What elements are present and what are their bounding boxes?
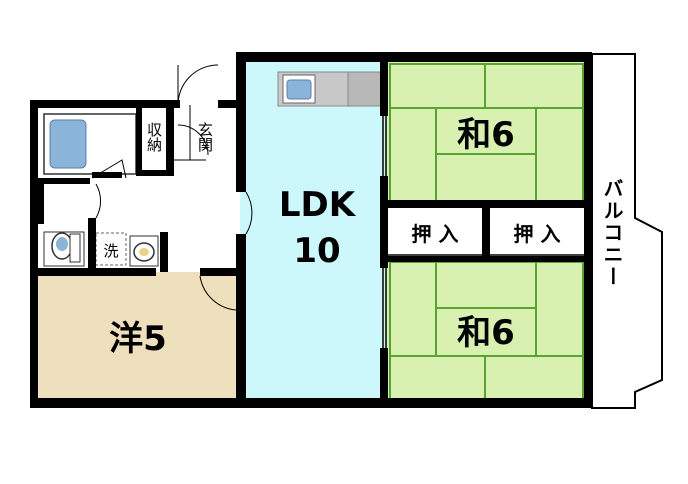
- kitchen-stove: [347, 71, 383, 107]
- closet-right-label: 押 入: [514, 222, 561, 246]
- bathtub-icon: [43, 113, 137, 175]
- washing-machine-space: [95, 232, 127, 266]
- ldk-size-label: 10: [293, 231, 340, 271]
- sliding-doors: [382, 116, 586, 348]
- balcony-area: [591, 53, 663, 409]
- ldk-name-label: LDK: [279, 185, 357, 225]
- japanese-room-top-floor: [385, 60, 589, 205]
- japanese-room-bottom-label: 和6: [457, 313, 515, 353]
- toilet-icon: [43, 231, 85, 267]
- western-room-floor: [36, 272, 240, 405]
- tatami-top: [389, 63, 584, 203]
- entrance-label: 玄関: [196, 122, 214, 153]
- japanese-room-bottom-floor: [385, 258, 589, 405]
- closet-left-floor: [388, 208, 482, 256]
- bath-door-swing: [91, 159, 127, 179]
- western-door-swing: [199, 275, 237, 311]
- ldk-floor: [240, 60, 385, 405]
- washbasin-icon: [129, 235, 159, 267]
- window-marks: [32, 80, 589, 385]
- walls: [30, 52, 592, 408]
- entrance-door-swing: [177, 64, 219, 106]
- closet-left-label: 押 入: [412, 222, 459, 246]
- closet-door-swing: [177, 124, 209, 156]
- balcony-label: バルコニー: [600, 178, 624, 288]
- storage-label: 収納: [145, 122, 163, 153]
- toilet-door-swing: [95, 183, 102, 219]
- ldk-door-swing: [245, 191, 253, 235]
- western-room-label: 洋5: [109, 319, 167, 359]
- washroom-label: 洗: [103, 242, 118, 260]
- closet-right-floor: [490, 208, 586, 256]
- kitchen-sink-icon: [282, 74, 316, 104]
- japanese-room-top-label: 和6: [457, 115, 515, 155]
